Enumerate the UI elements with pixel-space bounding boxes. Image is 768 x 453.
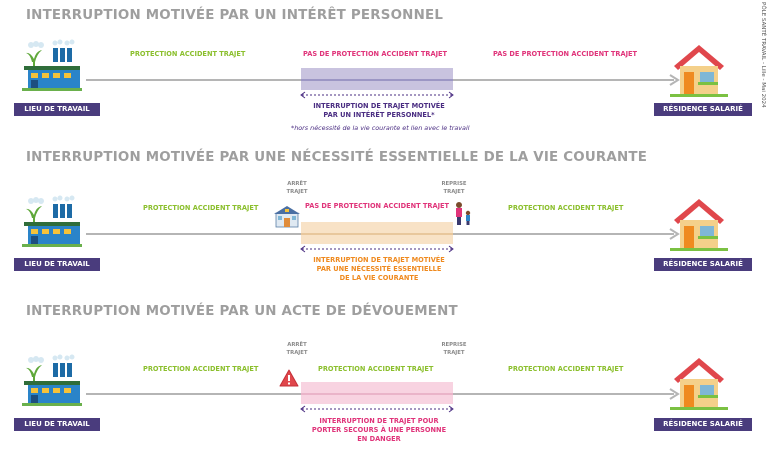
arrow-right-icon [669, 388, 680, 400]
house-icon [670, 199, 728, 251]
segment-label-middle: PAS DE PROTECTION ACCIDENT TRAJET [305, 202, 450, 210]
interruption-line [301, 233, 453, 235]
span-arrow [300, 245, 454, 253]
start-label: LIEU DE TRAVAIL [14, 418, 100, 431]
factory-icon [22, 39, 82, 91]
side-credit: PÔLE SANTÉ TRAVAIL - Lille - Mai 2024 [760, 2, 766, 108]
factory-icon [22, 195, 82, 247]
segment-label-right: PROTECTION ACCIDENT TRAJET [508, 365, 624, 373]
start-label: LIEU DE TRAVAIL [14, 258, 100, 271]
interruption-description: INTERRUPTION DE TRAJET MOTIVÉE PAR UNE N… [313, 256, 445, 282]
interruption-line [301, 79, 453, 81]
end-label: RÉSIDENCE SALARIÉ [654, 103, 752, 116]
end-label: RÉSIDENCE SALARIÉ [654, 418, 752, 431]
arrow-right-icon [669, 228, 680, 240]
footnote: *hors nécessité de la vie courante et li… [291, 124, 470, 132]
interruption-description: INTERRUPTION DE TRAJET POUR PORTER SECOU… [311, 417, 447, 443]
section-title: INTERRUPTION MOTIVÉE PAR UN INTÉRÊT PERS… [26, 8, 444, 23]
span-arrow [300, 91, 454, 99]
section-title: INTERRUPTION MOTIVÉE PAR UN ACTE DE DÉVO… [26, 304, 458, 319]
segment-label-middle: PAS DE PROTECTION ACCIDENT TRAJET [303, 50, 448, 58]
section-title: INTERRUPTION MOTIVÉE PAR UNE NÉCESSITÉ E… [26, 150, 648, 165]
span-arrow [300, 405, 454, 413]
warning-icon [279, 369, 299, 387]
start-label: LIEU DE TRAVAIL [14, 103, 100, 116]
segment-label-middle: PROTECTION ACCIDENT TRAJET [318, 365, 434, 373]
arrow-right-icon [669, 74, 680, 86]
house-icon [670, 45, 728, 97]
family-icon [456, 202, 471, 225]
interruption-line [301, 393, 453, 395]
segment-label-right: PROTECTION ACCIDENT TRAJET [508, 204, 624, 212]
factory-icon [22, 354, 82, 406]
school-icon [274, 206, 300, 228]
segment-label-right: PAS DE PROTECTION ACCIDENT TRAJET [493, 50, 638, 58]
segment-label-left: PROTECTION ACCIDENT TRAJET [143, 204, 259, 212]
end-label: RÉSIDENCE SALARIÉ [654, 258, 752, 271]
segment-label-left: PROTECTION ACCIDENT TRAJET [130, 50, 246, 58]
segment-label-left: PROTECTION ACCIDENT TRAJET [143, 365, 259, 373]
interruption-description: INTERRUPTION DE TRAJET MOTIVÉE PAR UN IN… [313, 102, 445, 119]
house-icon [670, 358, 728, 410]
